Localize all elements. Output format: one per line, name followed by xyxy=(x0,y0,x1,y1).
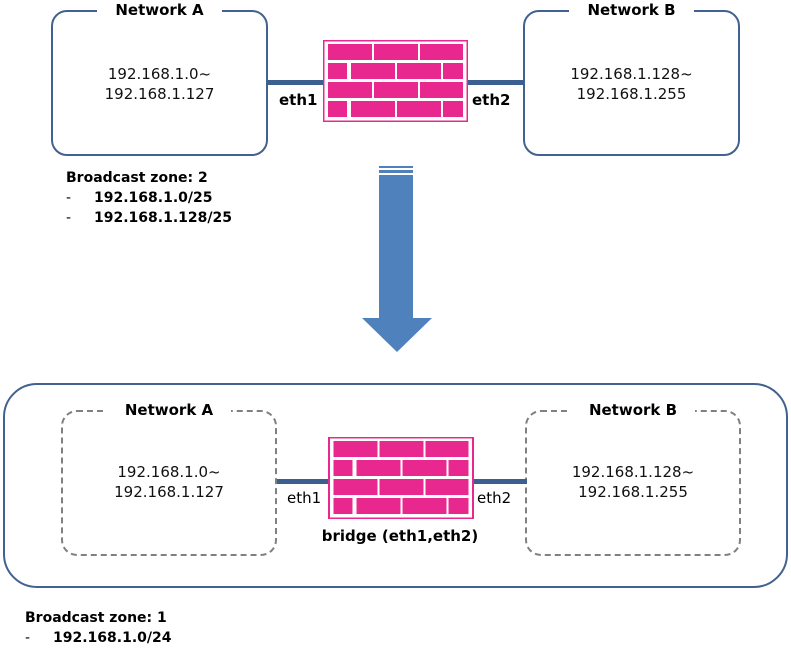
brick xyxy=(448,460,469,476)
brick xyxy=(448,498,469,514)
network-a-range-start: 192.168.1.0~ xyxy=(107,65,212,83)
subnet-value: 192.168.1.0/25 xyxy=(94,190,213,206)
brick xyxy=(333,479,378,495)
brick xyxy=(379,441,424,457)
brick xyxy=(356,460,401,476)
bridged-broadcast-domain xyxy=(3,383,788,588)
network-b-box: Network B 192.168.1.128~ 192.168.1.255 xyxy=(523,1,740,156)
network-a-title: Network A xyxy=(106,401,232,419)
brick xyxy=(443,63,463,79)
brick xyxy=(397,101,441,117)
link-eth2 xyxy=(473,479,527,484)
subnet-value: 192.168.1.128/25 xyxy=(94,210,232,226)
brick xyxy=(425,441,469,457)
brick xyxy=(420,82,463,98)
network-b-title: Network B xyxy=(569,1,694,19)
subnet-value: 192.168.1.0/24 xyxy=(53,630,172,646)
broadcast-subnet-item: -192.168.1.0/25 xyxy=(66,190,213,206)
brick-wall-firewall-icon xyxy=(328,437,474,519)
link-eth2 xyxy=(466,80,524,85)
brick xyxy=(333,498,353,514)
brick xyxy=(379,479,424,495)
brick xyxy=(402,460,447,476)
brick xyxy=(328,63,347,79)
iface-eth2-label: eth2 xyxy=(477,489,512,507)
brick xyxy=(351,101,395,117)
brick xyxy=(443,101,463,117)
iface-eth1-label: eth1 xyxy=(287,489,322,507)
iface-eth2-label: eth2 xyxy=(472,91,511,109)
bridge-caption: bridge (eth1,eth2) xyxy=(321,527,479,545)
brick xyxy=(333,460,353,476)
brick xyxy=(328,82,372,98)
brick xyxy=(333,441,378,457)
brick xyxy=(356,498,401,514)
network-b-range-end: 192.168.1.255 xyxy=(576,85,687,103)
broadcast-subnet-item: -192.168.1.0/24 xyxy=(25,630,172,646)
brick xyxy=(374,44,418,60)
brick xyxy=(402,498,447,514)
down-arrow-icon xyxy=(362,166,432,352)
brick xyxy=(420,44,463,60)
brick-wall-firewall-icon xyxy=(323,40,468,122)
network-a-range-end: 192.168.1.127 xyxy=(114,483,224,501)
brick xyxy=(425,479,469,495)
broadcast-zone-label: Broadcast zone: 2 xyxy=(66,170,208,186)
brick xyxy=(374,82,418,98)
network-b-range-start: 192.168.1.128~ xyxy=(571,463,695,481)
network-b-range-start: 192.168.1.128~ xyxy=(570,65,693,83)
brick xyxy=(328,44,372,60)
network-b-title: Network B xyxy=(570,401,696,419)
broadcast-subnet-item: -192.168.1.128/25 xyxy=(66,210,232,226)
broadcast-zone-label: Broadcast zone: 1 xyxy=(25,610,167,626)
network-a-box: Network A 192.168.1.0~ 192.168.1.127 xyxy=(51,1,268,156)
brick xyxy=(328,101,347,117)
network-b-range-end: 192.168.1.255 xyxy=(578,483,688,501)
network-a-title: Network A xyxy=(97,1,222,19)
network-b-box-bridged: Network B 192.168.1.128~ 192.168.1.255 xyxy=(525,401,741,556)
network-a-range-start: 192.168.1.0~ xyxy=(117,463,221,481)
iface-eth1-label: eth1 xyxy=(279,91,318,109)
brick xyxy=(351,63,395,79)
network-a-box-bridged: Network A 192.168.1.0~ 192.168.1.127 xyxy=(61,401,277,556)
link-eth1 xyxy=(267,80,325,85)
network-a-range-end: 192.168.1.127 xyxy=(104,85,215,103)
link-eth1 xyxy=(277,479,329,484)
brick xyxy=(397,63,441,79)
